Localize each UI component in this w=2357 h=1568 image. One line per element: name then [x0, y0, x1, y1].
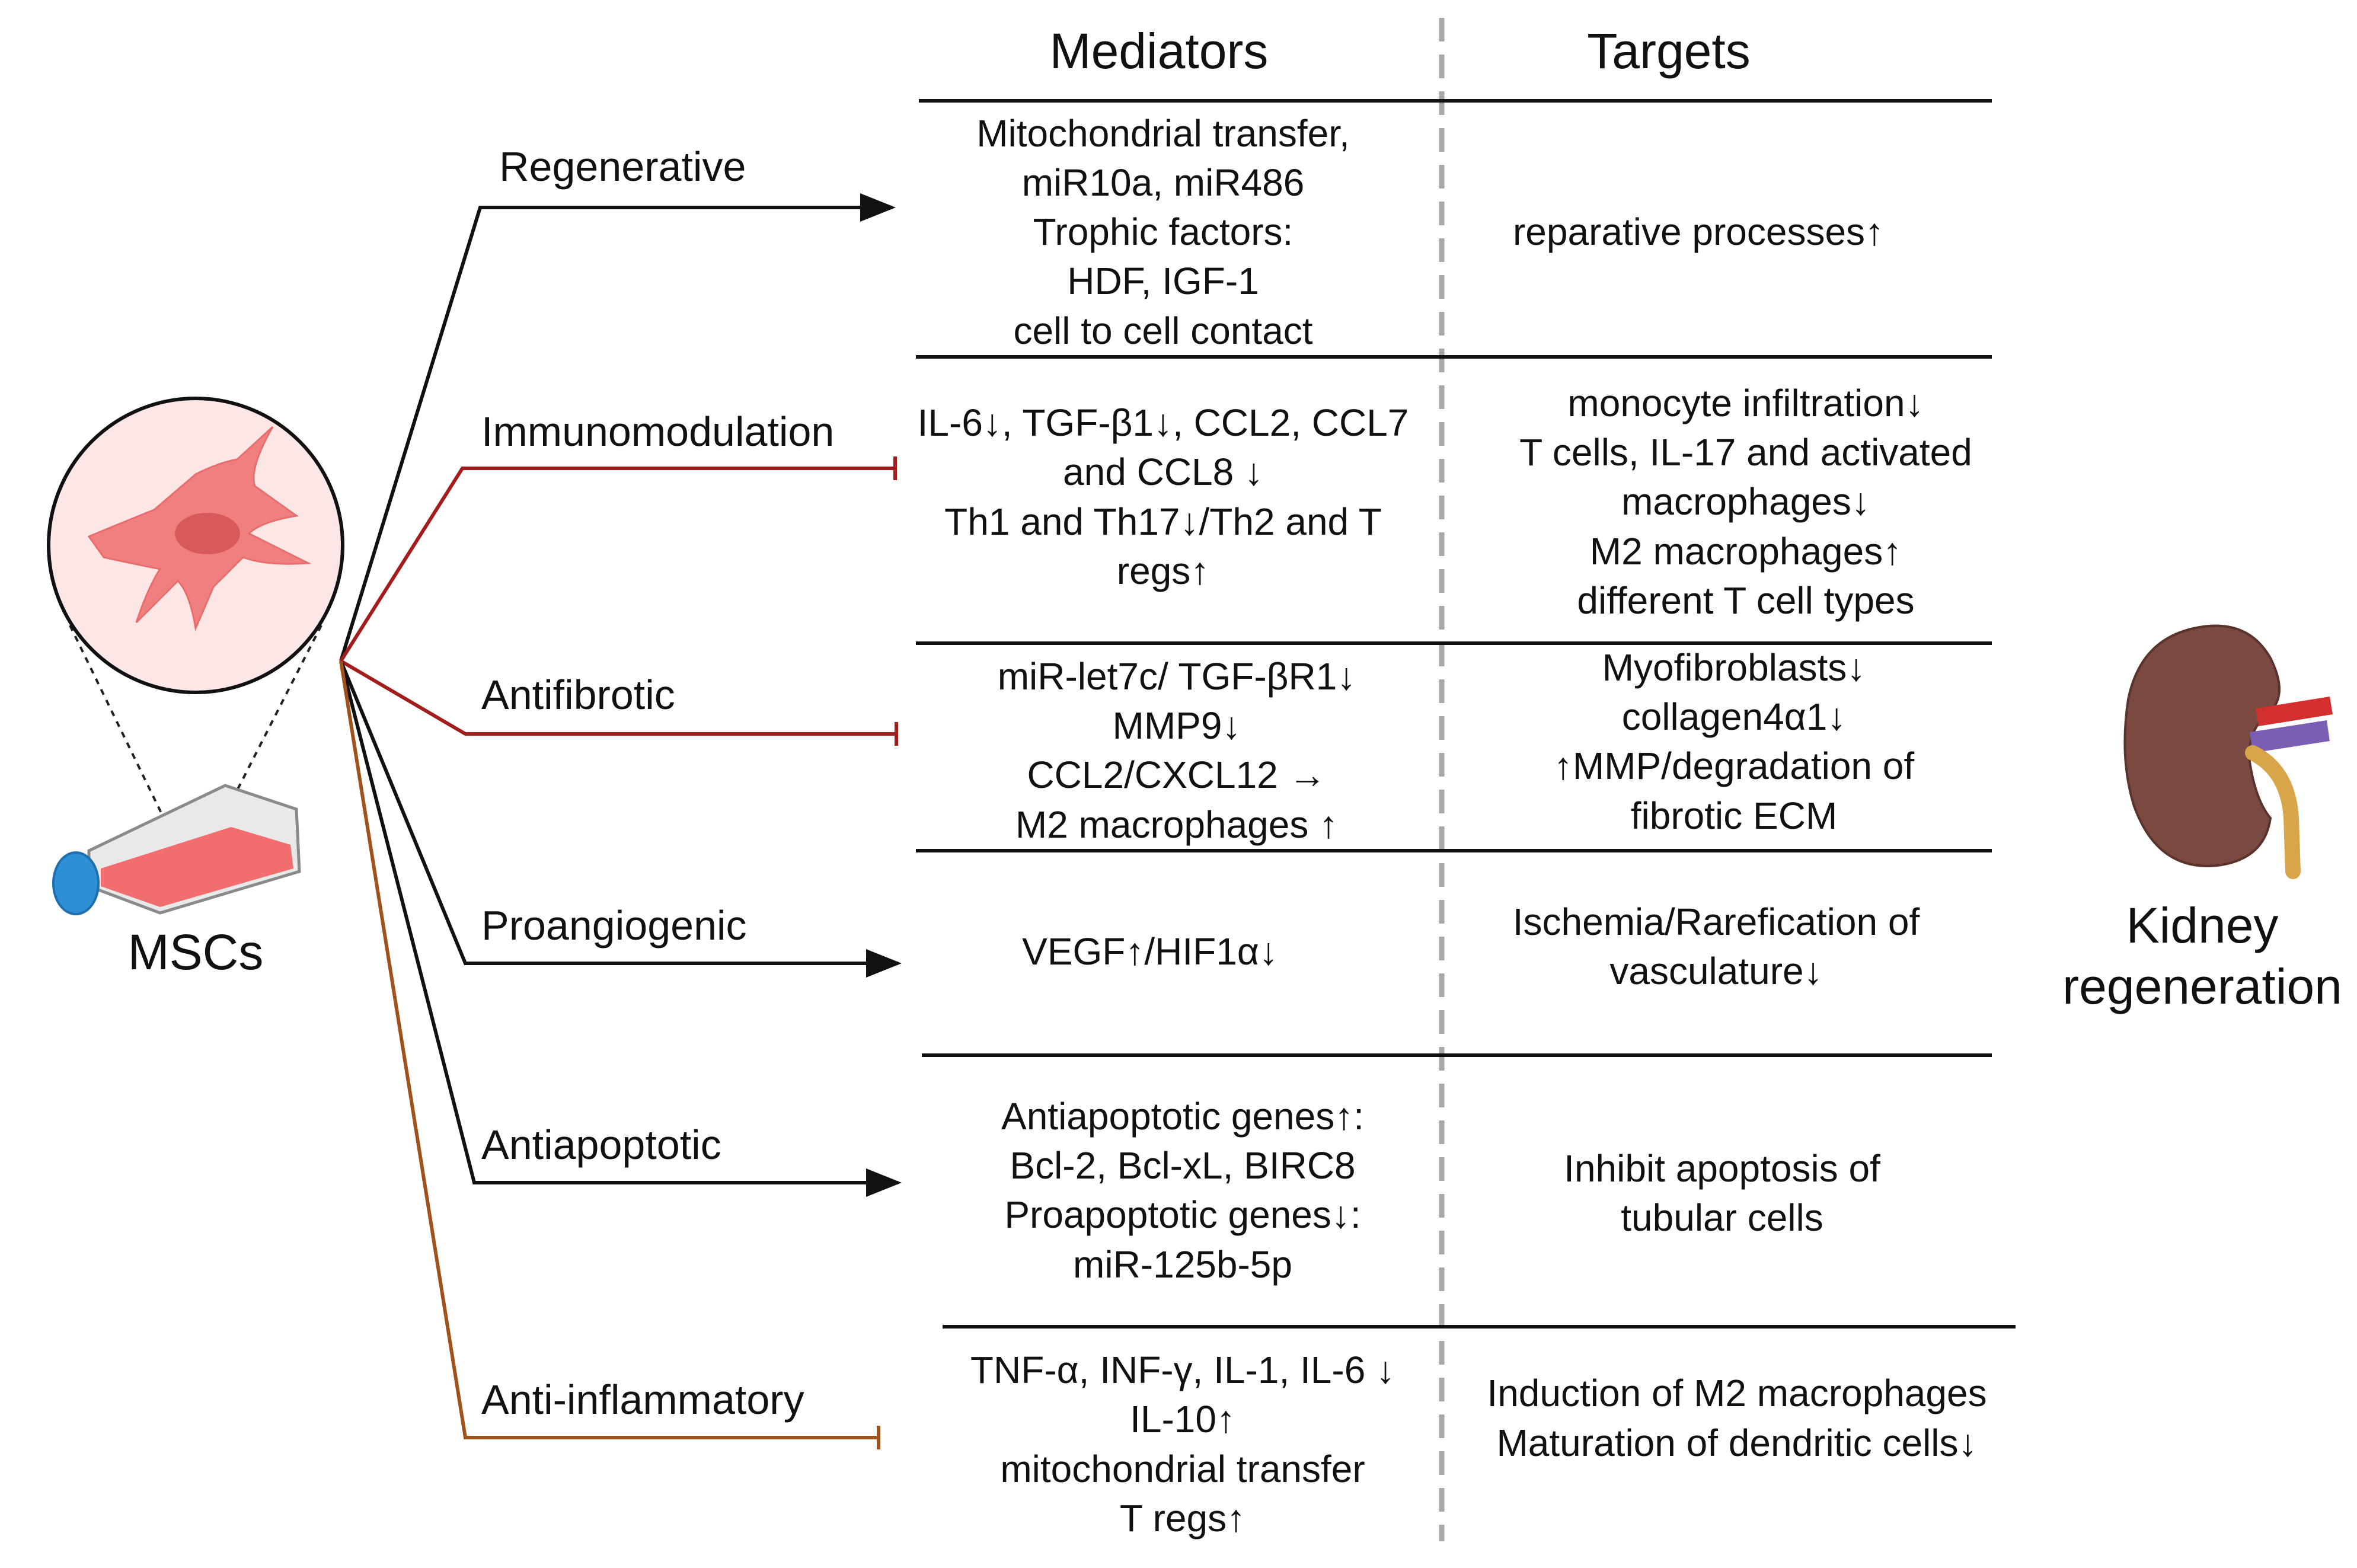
mediator-line: Antiapoptotic genes↑: [1001, 1095, 1364, 1138]
connectors [339, 193, 902, 1449]
mediators-antiapoptotic: Antiapoptotic genes↑: Bcl-2, Bcl-xL, BIR… [1001, 1095, 1364, 1286]
target-line: T cells, IL-17 and activated [1519, 431, 1972, 474]
mediator-line: Th1 and Th17↓/Th2 and T [944, 500, 1382, 543]
msc-illustration [47, 397, 344, 915]
pathway-label-antiapoptotic: Antiapoptotic [481, 1122, 721, 1168]
mediator-line: cell to cell contact [1013, 309, 1312, 352]
targets-header: Targets [1587, 23, 1750, 79]
pathway-label-anti-inflammatory: Anti-inflammatory [481, 1377, 804, 1423]
mediator-line: mitochondrial transfer [1000, 1448, 1365, 1490]
target-line: Maturation of dendritic cells↓ [1496, 1422, 1977, 1464]
flask-cap [52, 851, 100, 915]
mediators-immunomodulation: IL-6↓, TGF-β1↓, CCL2, CCL7 and CCL8 ↓ Th… [918, 401, 1409, 592]
anti-inflammatory-connector [339, 660, 879, 1439]
mediator-line: HDF, IGF-1 [1067, 260, 1259, 302]
target-line: different T cell types [1577, 579, 1914, 622]
mediator-line: MMP9↓ [1113, 704, 1241, 747]
kidney-illustration [2123, 624, 2333, 879]
destination-label-line2: regeneration [2062, 959, 2342, 1014]
antifibrotic-connector [340, 659, 896, 736]
mediators-anti-inflammatory: TNF-α, INF-γ, IL-1, IL-6 ↓ IL-10↑ mitoch… [970, 1349, 1395, 1540]
targets-antiapoptotic: Inhibit apoptosis of tubular cells [1564, 1147, 1880, 1239]
flask-medium [101, 827, 293, 907]
mediator-line: IL-6↓, TGF-β1↓, CCL2, CCL7 [918, 401, 1409, 444]
proangiogenic-connector [339, 660, 902, 978]
target-line: collagen4α1↓ [1622, 695, 1847, 738]
target-line: M2 macrophages↑ [1590, 530, 1902, 573]
mediators-antifibrotic: miR-let7c/ TGF-βR1↓ MMP9↓ CCL2/CXCL12 → … [998, 655, 1356, 846]
target-line: vasculature↓ [1609, 950, 1822, 992]
target-line: Induction of M2 macrophages [1487, 1372, 1986, 1414]
target-line: tubular cells [1621, 1196, 1823, 1239]
mediator-line: Proapoptotic genes↓: [1004, 1193, 1360, 1236]
target-line: Inhibit apoptosis of [1564, 1147, 1880, 1190]
ureter [2245, 745, 2301, 879]
target-line: fibrotic ECM [1631, 794, 1838, 837]
pathway-label-antifibrotic: Antifibrotic [481, 672, 675, 718]
renal-vein [2250, 720, 2330, 753]
target-line: Myofibroblasts↓ [1602, 646, 1866, 689]
pathway-label-proangiogenic: Proangiogenic [481, 902, 747, 949]
target-line: ↑MMP/degradation of [1554, 745, 1915, 787]
targets-antifibrotic: Myofibroblasts↓ collagen4α1↓ ↑MMP/degrad… [1554, 646, 1915, 837]
cell-nucleus [175, 513, 240, 554]
source-label: MSCs [128, 924, 264, 980]
mediator-line: Trophic factors: [1033, 210, 1294, 253]
destination-label-line1: Kidney [2126, 898, 2279, 953]
targets-proangiogenic: Ischemia/Rarefication of vasculature↓ [1513, 900, 1920, 992]
target-line: Ischemia/Rarefication of [1513, 900, 1920, 943]
targets-anti-inflammatory: Induction of M2 macrophages Maturation o… [1487, 1372, 1986, 1464]
target-line: reparative processes↑ [1513, 210, 1884, 253]
mediators-header: Mediators [1050, 23, 1269, 79]
pathway-label-regenerative: Regenerative [499, 143, 746, 190]
renal-artery [2256, 697, 2333, 726]
mediator-line: miR-let7c/ TGF-βR1↓ [998, 655, 1356, 698]
targets-regenerative: reparative processes↑ [1513, 210, 1884, 253]
regenerative-connector [339, 193, 896, 662]
mediator-line: T regs↑ [1120, 1497, 1245, 1540]
mediator-line: CCL2/CXCL12 → [1027, 753, 1326, 796]
mediator-line: M2 macrophages ↑ [1015, 803, 1338, 846]
target-line: macrophages↓ [1621, 480, 1870, 523]
target-line: monocyte infiltration↓ [1567, 382, 1924, 424]
mediators-proangiogenic: VEGF↑/HIF1α↓ [1022, 930, 1278, 973]
mediator-line: VEGF↑/HIF1α↓ [1022, 930, 1278, 973]
mediators-regenerative: Mitochondrial transfer, miR10a, miR486 T… [976, 112, 1350, 352]
mediator-line: miR10a, miR486 [1022, 161, 1305, 204]
mediator-line: TNF-α, INF-γ, IL-1, IL-6 ↓ [970, 1349, 1395, 1391]
mediator-line: miR-125b-5p [1073, 1243, 1292, 1286]
row-separators [916, 99, 2016, 1329]
mediator-line: IL-10↑ [1130, 1398, 1235, 1441]
mediator-line: regs↑ [1117, 550, 1210, 592]
mediator-line: Mitochondrial transfer, [976, 112, 1350, 155]
immunomodulation-connector [339, 467, 895, 662]
targets-immunomodulation: monocyte infiltration↓ T cells, IL-17 an… [1519, 382, 1972, 622]
antiapoptotic-connector [339, 660, 902, 1197]
mediator-line: and CCL8 ↓ [1063, 451, 1263, 493]
mediator-line: Bcl-2, Bcl-xL, BIRC8 [1010, 1144, 1355, 1187]
kidney-icon [2123, 624, 2281, 867]
pathway-label-immunomodulation: Immunomodulation [481, 408, 834, 455]
